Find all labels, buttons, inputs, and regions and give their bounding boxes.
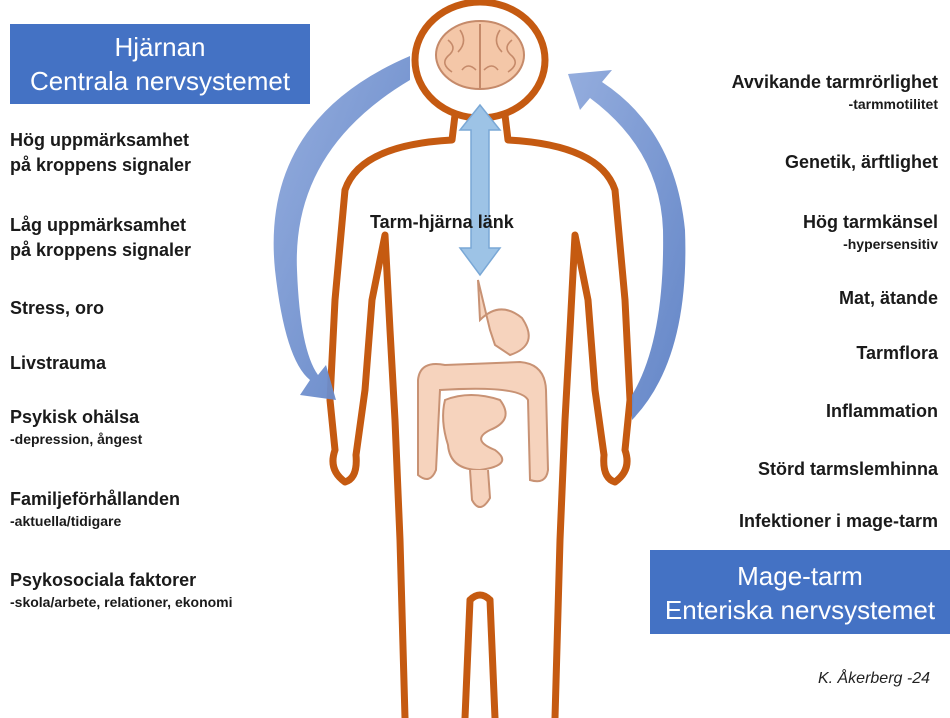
factor-label: Inflammation (826, 399, 938, 424)
left-factor-item: Psykosociala faktorer -skola/arbete, rel… (10, 568, 233, 611)
left-factor-item: Stress, oro (10, 296, 104, 321)
factor-sub: -depression, ångest (10, 430, 142, 448)
double-arrow-icon (460, 105, 500, 275)
brain-title-box: Hjärnan Centrala nervsystemet (10, 24, 310, 104)
left-factor-item: Livstrauma (10, 351, 106, 376)
left-factor-item: Låg uppmärksamhet på kroppens signaler (10, 213, 191, 263)
right-factor-item: Tarmflora (856, 341, 938, 366)
right-factor-item: Avvikande tarmrörlighet -tarmmotilitet (732, 70, 938, 113)
factor-label: Hög tarmkänsel (803, 210, 938, 235)
right-factor-item: Inflammation (826, 399, 938, 424)
factor-label: Tarmflora (856, 341, 938, 366)
left-factor-item: Familjeförhållanden -aktuella/tidigare (10, 487, 180, 530)
factor-sub: -skola/arbete, relationer, ekonomi (10, 593, 233, 611)
factor-label: Genetik, ärftlighet (785, 150, 938, 175)
factor-label-line2: på kroppens signaler (10, 153, 191, 178)
factor-label: Infektioner i mage-tarm (739, 509, 938, 534)
factor-sub: -hypersensitiv (803, 235, 938, 253)
factor-label: Störd tarmslemhinna (758, 457, 938, 482)
right-factor-item: Infektioner i mage-tarm (739, 509, 938, 534)
brain-subtitle: Centrala nervsystemet (10, 64, 310, 98)
factor-label: Livstrauma (10, 351, 106, 376)
factor-label: Stress, oro (10, 296, 104, 321)
factor-label: Psykosociala faktorer (10, 568, 233, 593)
factor-sub: -tarmmotilitet (732, 95, 938, 113)
factor-label: Avvikande tarmrörlighet (732, 70, 938, 95)
gut-brain-link-label: Tarm-hjärna länk (370, 212, 514, 233)
factor-label: Psykisk ohälsa (10, 405, 142, 430)
left-factor-item: Psykisk ohälsa -depression, ångest (10, 405, 142, 448)
right-factor-item: Mat, ätande (839, 286, 938, 311)
gut-title: Mage-tarm (650, 559, 950, 593)
factor-sub: -aktuella/tidigare (10, 512, 180, 530)
left-factor-item: Hög uppmärksamhet på kroppens signaler (10, 128, 191, 178)
gut-subtitle: Enteriska nervsystemet (650, 593, 950, 627)
brain-title: Hjärnan (10, 30, 310, 64)
right-factor-item: Störd tarmslemhinna (758, 457, 938, 482)
intestine-icon (418, 280, 548, 507)
author-credit: K. Åkerberg -24 (818, 670, 930, 688)
factor-label-line2: på kroppens signaler (10, 238, 191, 263)
factor-label: Låg uppmärksamhet (10, 213, 191, 238)
gut-title-box: Mage-tarm Enteriska nervsystemet (650, 550, 950, 634)
factor-label: Mat, ätande (839, 286, 938, 311)
right-factor-item: Hög tarmkänsel -hypersensitiv (803, 210, 938, 253)
factor-label: Familjeförhållanden (10, 487, 180, 512)
brain-icon (436, 21, 524, 89)
right-factor-item: Genetik, ärftlighet (785, 150, 938, 175)
factor-label: Hög uppmärksamhet (10, 128, 191, 153)
